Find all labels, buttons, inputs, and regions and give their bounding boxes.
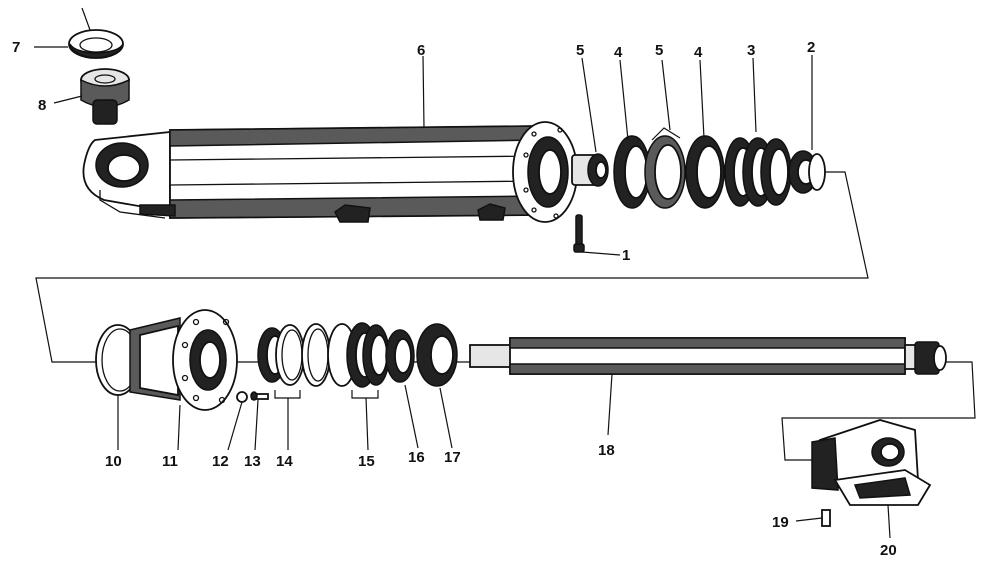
label-part-18: 18 — [598, 442, 615, 459]
part-7-cylinder-barrel — [82, 121, 578, 223]
part-5-piston — [644, 135, 686, 209]
label-part-1: 1 — [622, 247, 630, 264]
assembly-path-line-lower — [781, 361, 976, 461]
label-part-11: 11 — [162, 453, 178, 470]
part-1-set-screw — [573, 214, 585, 253]
part-4-wear-ring-right — [685, 135, 725, 209]
part-14-backup-rings — [257, 323, 357, 387]
part-19-grease-fitting — [821, 509, 831, 527]
part-9-bushing — [80, 68, 130, 125]
part-13-bolt — [250, 391, 269, 401]
part-8-snap-ring — [68, 29, 124, 59]
label-part-12: 12 — [212, 453, 229, 470]
label-part-8: 7 — [12, 39, 20, 56]
leader-lines — [34, 7, 891, 539]
label-part-13: 13 — [244, 453, 261, 470]
part-16-wiper — [385, 329, 415, 383]
part-2-piston-nut — [788, 150, 826, 194]
label-part-10: 10 — [105, 453, 122, 470]
part-6-lock-nut — [571, 153, 609, 187]
part-11-gland-head — [129, 309, 238, 411]
label-part-5: 5 — [655, 42, 663, 59]
label-part-19: 19 — [772, 514, 789, 531]
label-part-7: 6 — [417, 42, 425, 59]
part-15-rod-seal — [346, 322, 390, 388]
part-12-washer — [236, 391, 248, 403]
label-part-3: 3 — [747, 42, 755, 59]
part-labels: 7 8 6 5 4 5 4 3 2 1 10 11 12 13 14 15 16… — [12, 39, 897, 559]
label-part-20: 20 — [880, 542, 897, 559]
label-part-15: 15 — [358, 453, 375, 470]
part-17-gland-nut — [416, 323, 458, 387]
label-part-4b: 4 — [694, 44, 703, 61]
label-part-6: 5 — [576, 42, 584, 59]
label-part-16: 16 — [408, 449, 425, 466]
part-3-seal-stack — [724, 137, 792, 207]
part-18-piston-rod — [469, 337, 947, 375]
label-part-14: 14 — [276, 453, 293, 470]
label-part-2: 2 — [807, 39, 815, 56]
label-part-9: 8 — [38, 97, 46, 114]
part-20-rod-clevis — [811, 419, 932, 506]
label-part-4a: 4 — [614, 44, 623, 61]
label-part-17: 17 — [444, 449, 461, 466]
